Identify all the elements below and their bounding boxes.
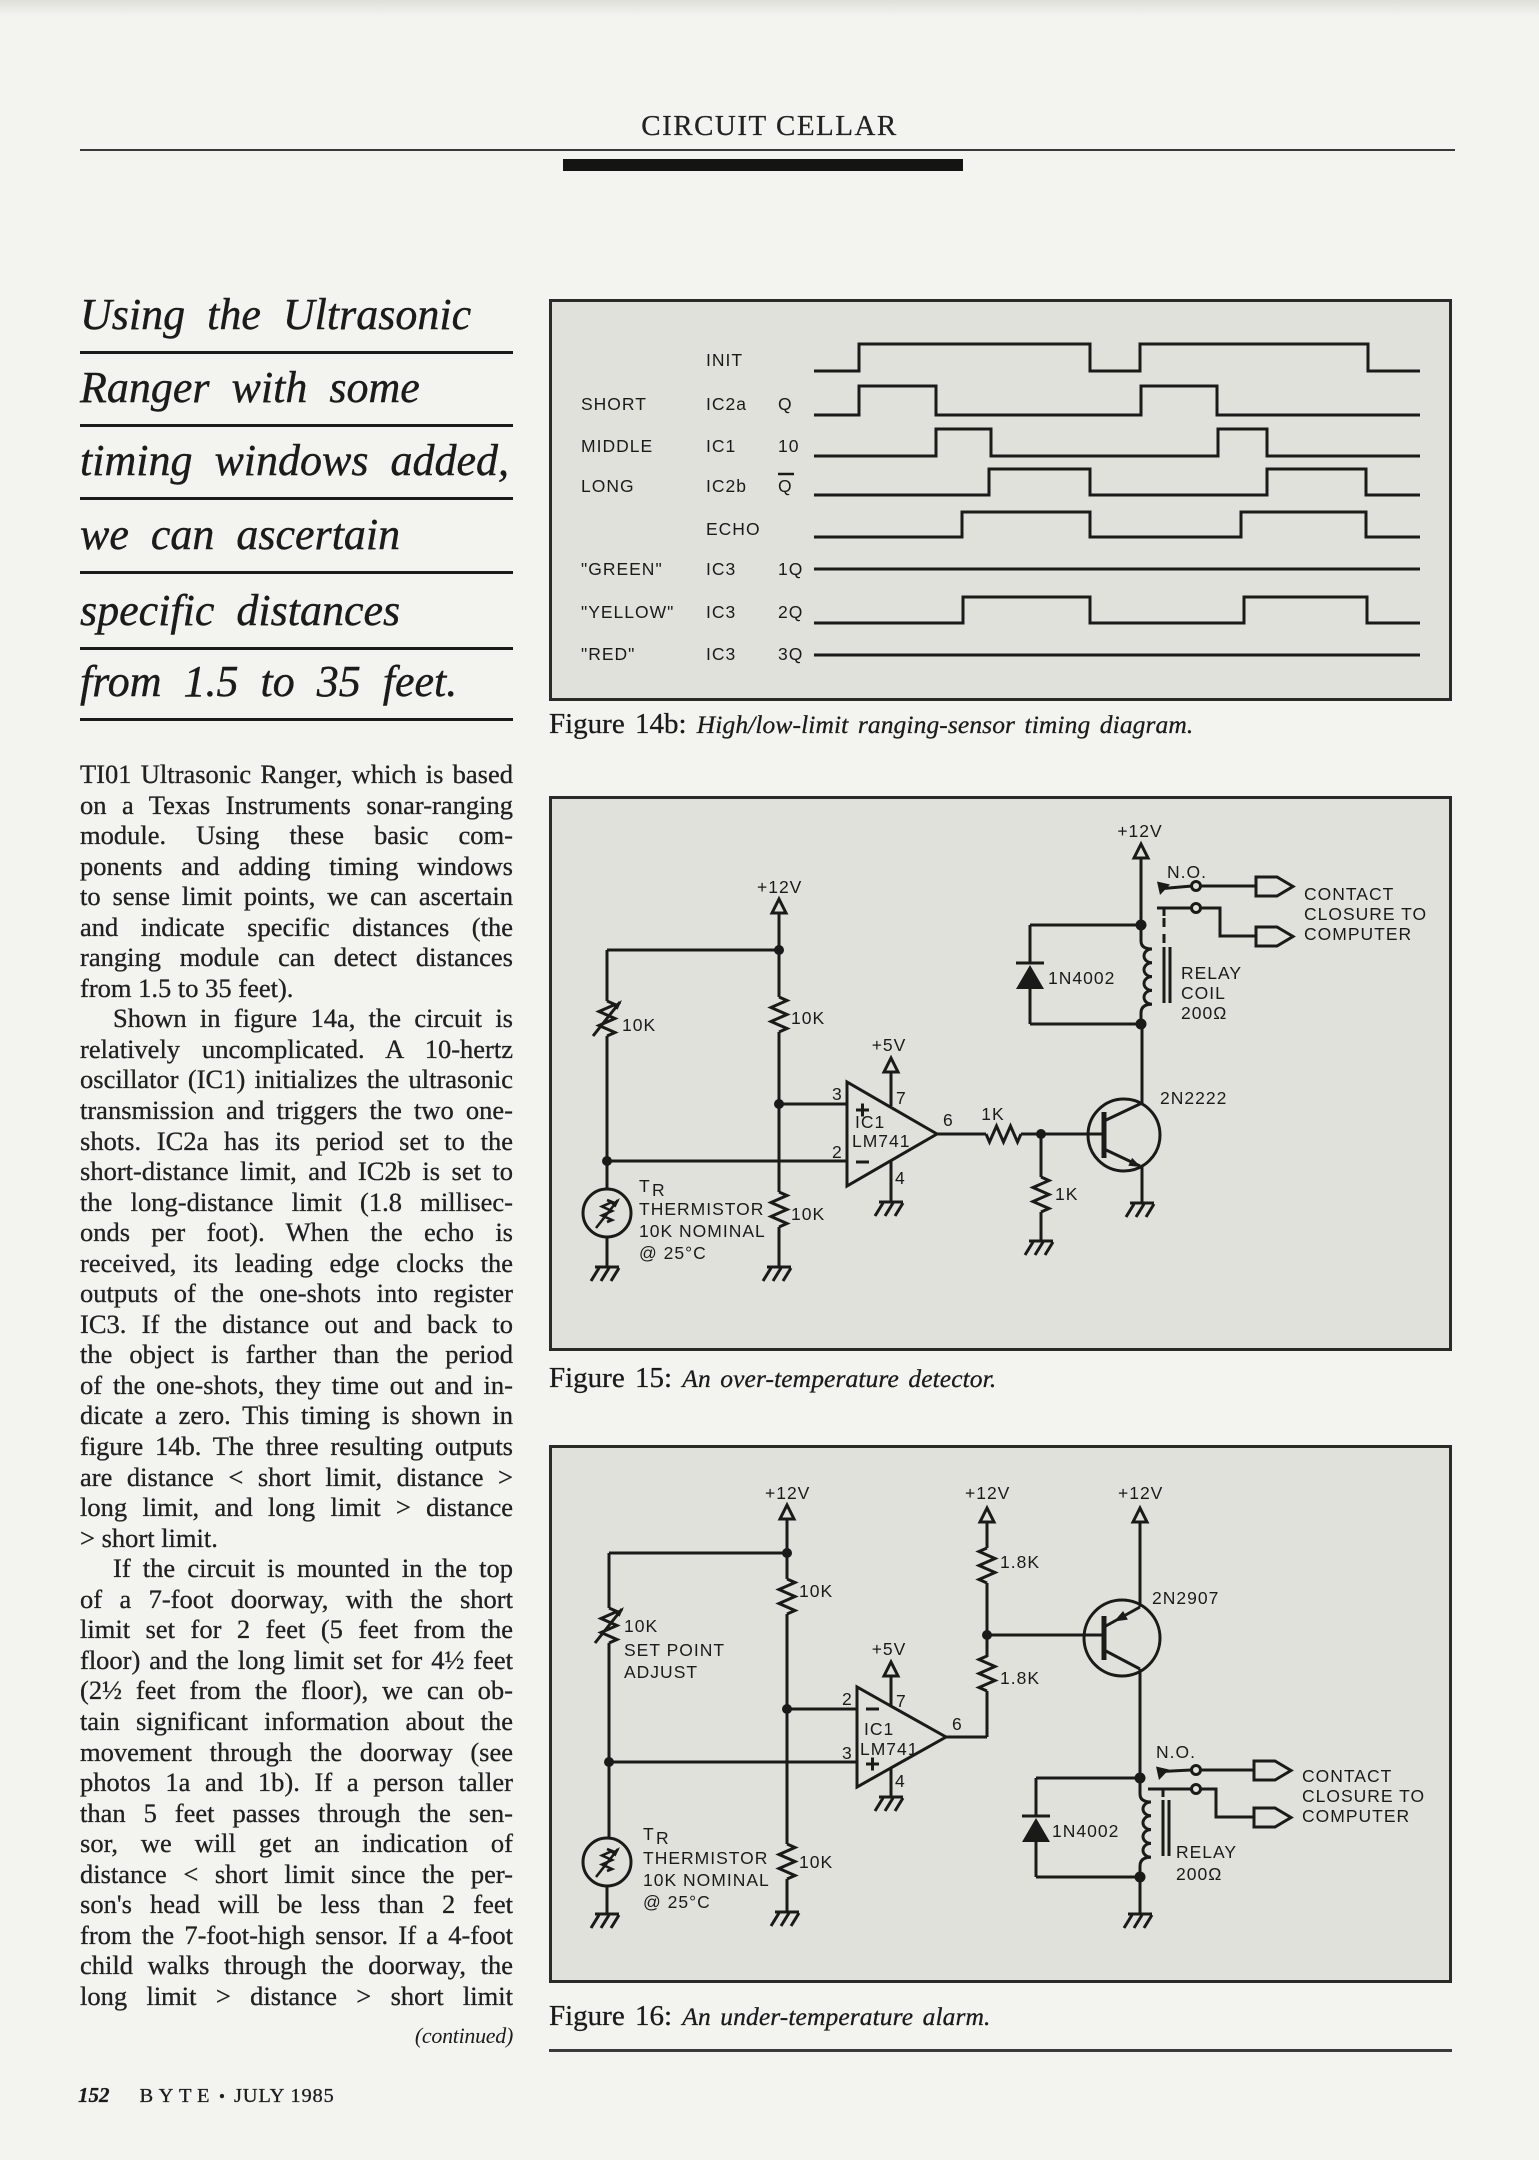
svg-text:ADJUST: ADJUST	[624, 1662, 698, 1682]
svg-text:"GREEN": "GREEN"	[581, 559, 663, 579]
svg-text:10K NOMINAL: 10K NOMINAL	[643, 1870, 770, 1890]
svg-text:RELAY: RELAY	[1176, 1842, 1237, 1862]
svg-text:2: 2	[842, 1689, 853, 1709]
svg-text:+12V: +12V	[765, 1483, 810, 1503]
svg-text:IC2a: IC2a	[706, 394, 747, 414]
svg-text:3: 3	[832, 1084, 843, 1104]
svg-text:IC3: IC3	[706, 559, 736, 579]
svg-text:INIT: INIT	[706, 350, 743, 370]
svg-text:2: 2	[832, 1142, 843, 1162]
svg-text:IC2b: IC2b	[706, 476, 747, 496]
svg-text:MIDDLE: MIDDLE	[581, 436, 653, 456]
svg-text:+12V: +12V	[757, 877, 802, 897]
svg-text:Q: Q	[778, 394, 793, 414]
svg-text:1.8K: 1.8K	[1000, 1552, 1040, 1572]
svg-text:T: T	[643, 1824, 655, 1844]
svg-text:10K NOMINAL: 10K NOMINAL	[639, 1221, 766, 1241]
svg-text:@ 25°C: @ 25°C	[639, 1243, 707, 1263]
svg-text:1Q: 1Q	[778, 559, 803, 579]
svg-text:1K: 1K	[981, 1104, 1004, 1124]
svg-text:+5V: +5V	[872, 1035, 907, 1055]
svg-text:4: 4	[895, 1168, 906, 1188]
svg-text:+12V: +12V	[965, 1483, 1010, 1503]
svg-text:ECHO: ECHO	[706, 519, 761, 539]
svg-text:7: 7	[896, 1088, 907, 1108]
svg-text:SET POINT: SET POINT	[624, 1640, 725, 1660]
svg-text:CLOSURE TO: CLOSURE TO	[1302, 1786, 1425, 1806]
svg-text:10K: 10K	[799, 1581, 833, 1601]
svg-text:6: 6	[943, 1110, 954, 1130]
svg-text:CONTACT: CONTACT	[1302, 1766, 1392, 1786]
svg-text:RELAY: RELAY	[1181, 963, 1242, 983]
svg-text:2Q: 2Q	[778, 602, 803, 622]
svg-text:+12V: +12V	[1117, 821, 1162, 841]
svg-text:T: T	[639, 1176, 651, 1196]
svg-text:LM741: LM741	[860, 1739, 919, 1759]
svg-text:COMPUTER: COMPUTER	[1302, 1806, 1410, 1826]
svg-text:R: R	[656, 1828, 670, 1848]
svg-text:COIL: COIL	[1181, 983, 1226, 1003]
svg-text:10K: 10K	[791, 1008, 825, 1028]
svg-text:"YELLOW": "YELLOW"	[581, 602, 674, 622]
svg-text:10K: 10K	[791, 1204, 825, 1224]
svg-text:IC1: IC1	[864, 1719, 894, 1739]
svg-text:N.O.: N.O.	[1156, 1742, 1196, 1762]
svg-text:200Ω: 200Ω	[1176, 1864, 1222, 1884]
svg-text:10K: 10K	[622, 1015, 656, 1035]
svg-text:1.8K: 1.8K	[1000, 1668, 1040, 1688]
svg-text:@ 25°C: @ 25°C	[643, 1892, 711, 1912]
svg-text:IC3: IC3	[706, 644, 736, 664]
svg-text:1N4002: 1N4002	[1048, 968, 1115, 988]
svg-text:THERMISTOR: THERMISTOR	[639, 1199, 764, 1219]
svg-text:COMPUTER: COMPUTER	[1304, 924, 1412, 944]
svg-text:THERMISTOR: THERMISTOR	[643, 1848, 768, 1868]
svg-text:R: R	[652, 1180, 666, 1200]
svg-text:IC1: IC1	[855, 1112, 885, 1132]
svg-text:N.O.: N.O.	[1167, 862, 1207, 882]
svg-text:3Q: 3Q	[778, 644, 803, 664]
svg-text:3: 3	[842, 1743, 853, 1763]
svg-text:CLOSURE TO: CLOSURE TO	[1304, 904, 1427, 924]
svg-text:7: 7	[896, 1691, 907, 1711]
svg-text:IC3: IC3	[706, 602, 736, 622]
svg-text:2N2222: 2N2222	[1160, 1088, 1227, 1108]
svg-text:10K: 10K	[799, 1852, 833, 1872]
svg-text:LM741: LM741	[852, 1131, 911, 1151]
svg-text:1K: 1K	[1055, 1184, 1078, 1204]
svg-text:4: 4	[895, 1771, 906, 1791]
svg-text:6: 6	[952, 1714, 963, 1734]
svg-text:CONTACT: CONTACT	[1304, 884, 1394, 904]
svg-text:Q: Q	[778, 476, 793, 496]
svg-text:LONG: LONG	[581, 476, 635, 496]
svg-text:"RED": "RED"	[581, 644, 635, 664]
svg-text:200Ω: 200Ω	[1181, 1003, 1227, 1023]
svg-text:SHORT: SHORT	[581, 394, 647, 414]
svg-text:10: 10	[778, 436, 799, 456]
svg-text:2N2907: 2N2907	[1152, 1588, 1219, 1608]
svg-text:1N4002: 1N4002	[1052, 1821, 1119, 1841]
svg-text:IC1: IC1	[706, 436, 736, 456]
svg-text:10K: 10K	[624, 1616, 658, 1636]
svg-text:+12V: +12V	[1118, 1483, 1163, 1503]
svg-text:+5V: +5V	[872, 1639, 907, 1659]
